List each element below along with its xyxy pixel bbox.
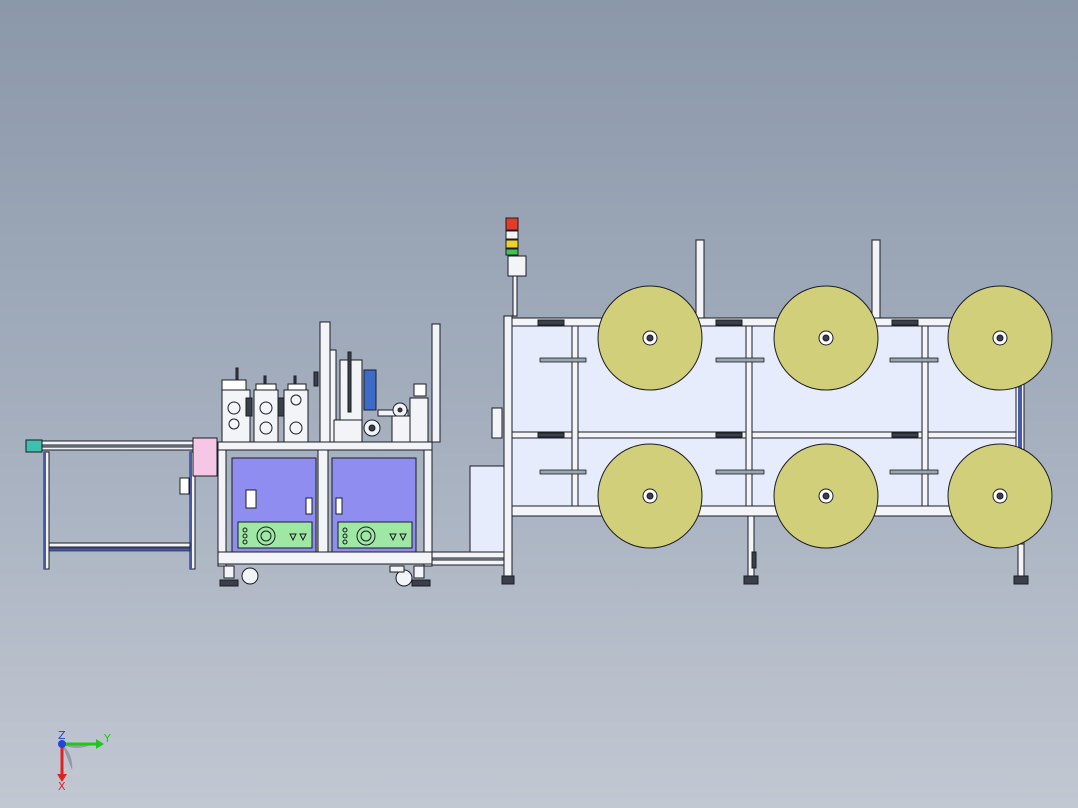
reel-bottom-2 xyxy=(773,443,879,549)
axis-x-label: X xyxy=(58,780,66,793)
reference-triad[interactable]: Y X Z xyxy=(57,729,111,793)
signal-light-green xyxy=(505,248,519,256)
rack-back-panel xyxy=(509,325,1019,507)
infeed-conveyor-table xyxy=(25,437,218,570)
main-processing-unit xyxy=(217,321,441,587)
conveyor-end-roller xyxy=(25,439,43,453)
axis-z-dot xyxy=(58,740,66,748)
reel-top-1 xyxy=(597,285,703,391)
reel-bottom-1 xyxy=(597,443,703,549)
axis-y-label: Y xyxy=(103,732,111,745)
reel-top-2 xyxy=(773,285,879,391)
unwind-rack xyxy=(491,239,1029,585)
transfer-section xyxy=(431,465,509,566)
axis-z-label: Z xyxy=(58,729,66,742)
material-reels xyxy=(597,285,1053,549)
reel-top-3 xyxy=(947,285,1053,391)
pink-guard-box xyxy=(192,437,218,477)
signal-tower xyxy=(505,217,527,317)
signal-light-yellow xyxy=(505,239,519,249)
reel-bottom-3 xyxy=(947,443,1053,549)
signal-light-red xyxy=(505,217,519,231)
